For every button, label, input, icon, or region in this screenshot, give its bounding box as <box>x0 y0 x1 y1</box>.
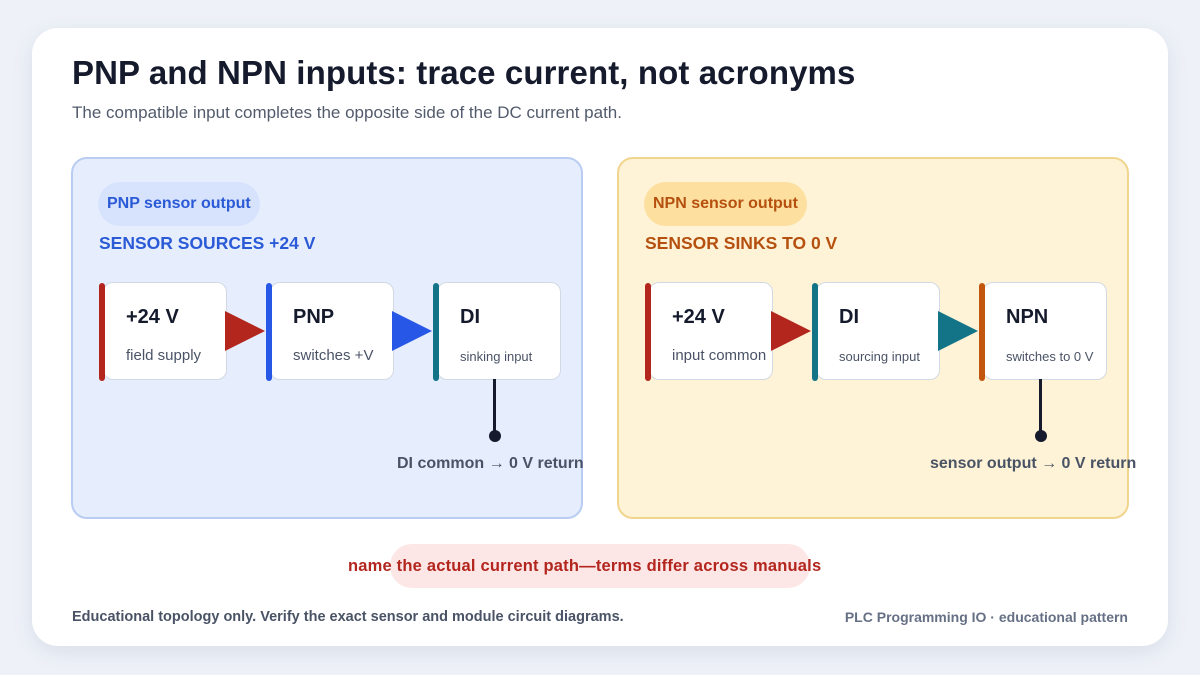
footer-credit: PLC Programming IO · educational pattern <box>844 609 1128 625</box>
caution-note-text: name the actual current path—terms diffe… <box>348 557 822 575</box>
box-accent-bar <box>812 283 818 381</box>
npn-input-box: DI sourcing input <box>812 282 940 381</box>
box-accent-bar <box>645 283 651 381</box>
return-terminal <box>488 430 501 442</box>
footer-disclaimer: Educational topology only. Verify the ex… <box>72 609 624 625</box>
box-subtitle: switches to 0 V <box>1006 349 1094 364</box>
box-subtitle: sourcing input <box>839 349 920 364</box>
flow-arrow <box>392 311 432 351</box>
pnp-badge: PNP sensor output <box>98 182 260 226</box>
npn-heading: SENSOR SINKS TO 0 V <box>645 233 838 253</box>
box-accent-bar <box>99 283 105 381</box>
box-accent-bar <box>266 283 272 381</box>
pnp-input-box: DI sinking input <box>433 282 561 381</box>
pnp-panel: PNP sensor output SENSOR SOURCES +24 V +… <box>71 157 584 519</box>
caution-note: name the actual current path—terms diffe… <box>348 544 821 588</box>
return-wire <box>1039 379 1042 437</box>
npn-badge: NPN sensor output <box>644 182 807 226</box>
return-wire <box>493 379 496 437</box>
return-terminal <box>1034 430 1047 442</box>
npn-sensor-box: NPN switches to 0 V <box>979 282 1107 381</box>
box-accent-bar <box>979 283 985 381</box>
box-title: DI <box>839 306 859 328</box>
box-title: DI <box>460 306 480 328</box>
page-subtitle: The compatible input completes the oppos… <box>72 103 622 122</box>
page-title: PNP and NPN inputs: trace current, not a… <box>72 54 856 91</box>
box-subtitle: field supply <box>126 347 202 364</box>
box-subtitle: switches +V <box>293 347 374 364</box>
npn-supply-box: +24 V input common <box>645 282 773 381</box>
flow-arrow <box>938 311 978 351</box>
flow-arrow <box>771 311 811 351</box>
npn-panel: NPN sensor output SENSOR SINKS TO 0 V +2… <box>617 157 1136 519</box>
pnp-heading: SENSOR SOURCES +24 V <box>99 233 316 253</box>
pnp-return-label: DI common → 0 V return <box>397 455 584 472</box>
box-title: +24 V <box>672 306 725 328</box>
box-title: +24 V <box>126 306 179 328</box>
pnp-supply-box: +24 V field supply <box>99 282 227 381</box>
pnp-sensor-box: PNP switches +V <box>266 282 394 381</box>
box-subtitle: input common <box>672 347 767 364</box>
box-accent-bar <box>433 283 439 381</box>
npn-return-label: sensor output → 0 V return <box>930 455 1137 472</box>
box-title: NPN <box>1006 306 1049 328</box>
box-subtitle: sinking input <box>460 349 533 364</box>
box-title: PNP <box>293 306 335 328</box>
flow-arrow <box>225 311 265 351</box>
